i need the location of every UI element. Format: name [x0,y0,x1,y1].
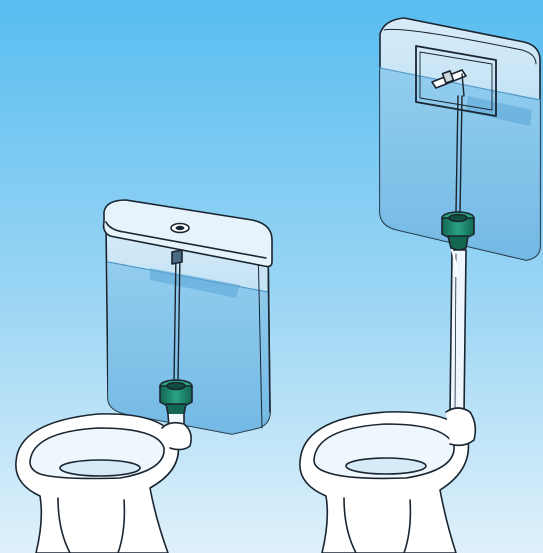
flush-downpipe [450,250,466,414]
low-toilet-bowl [16,414,179,553]
